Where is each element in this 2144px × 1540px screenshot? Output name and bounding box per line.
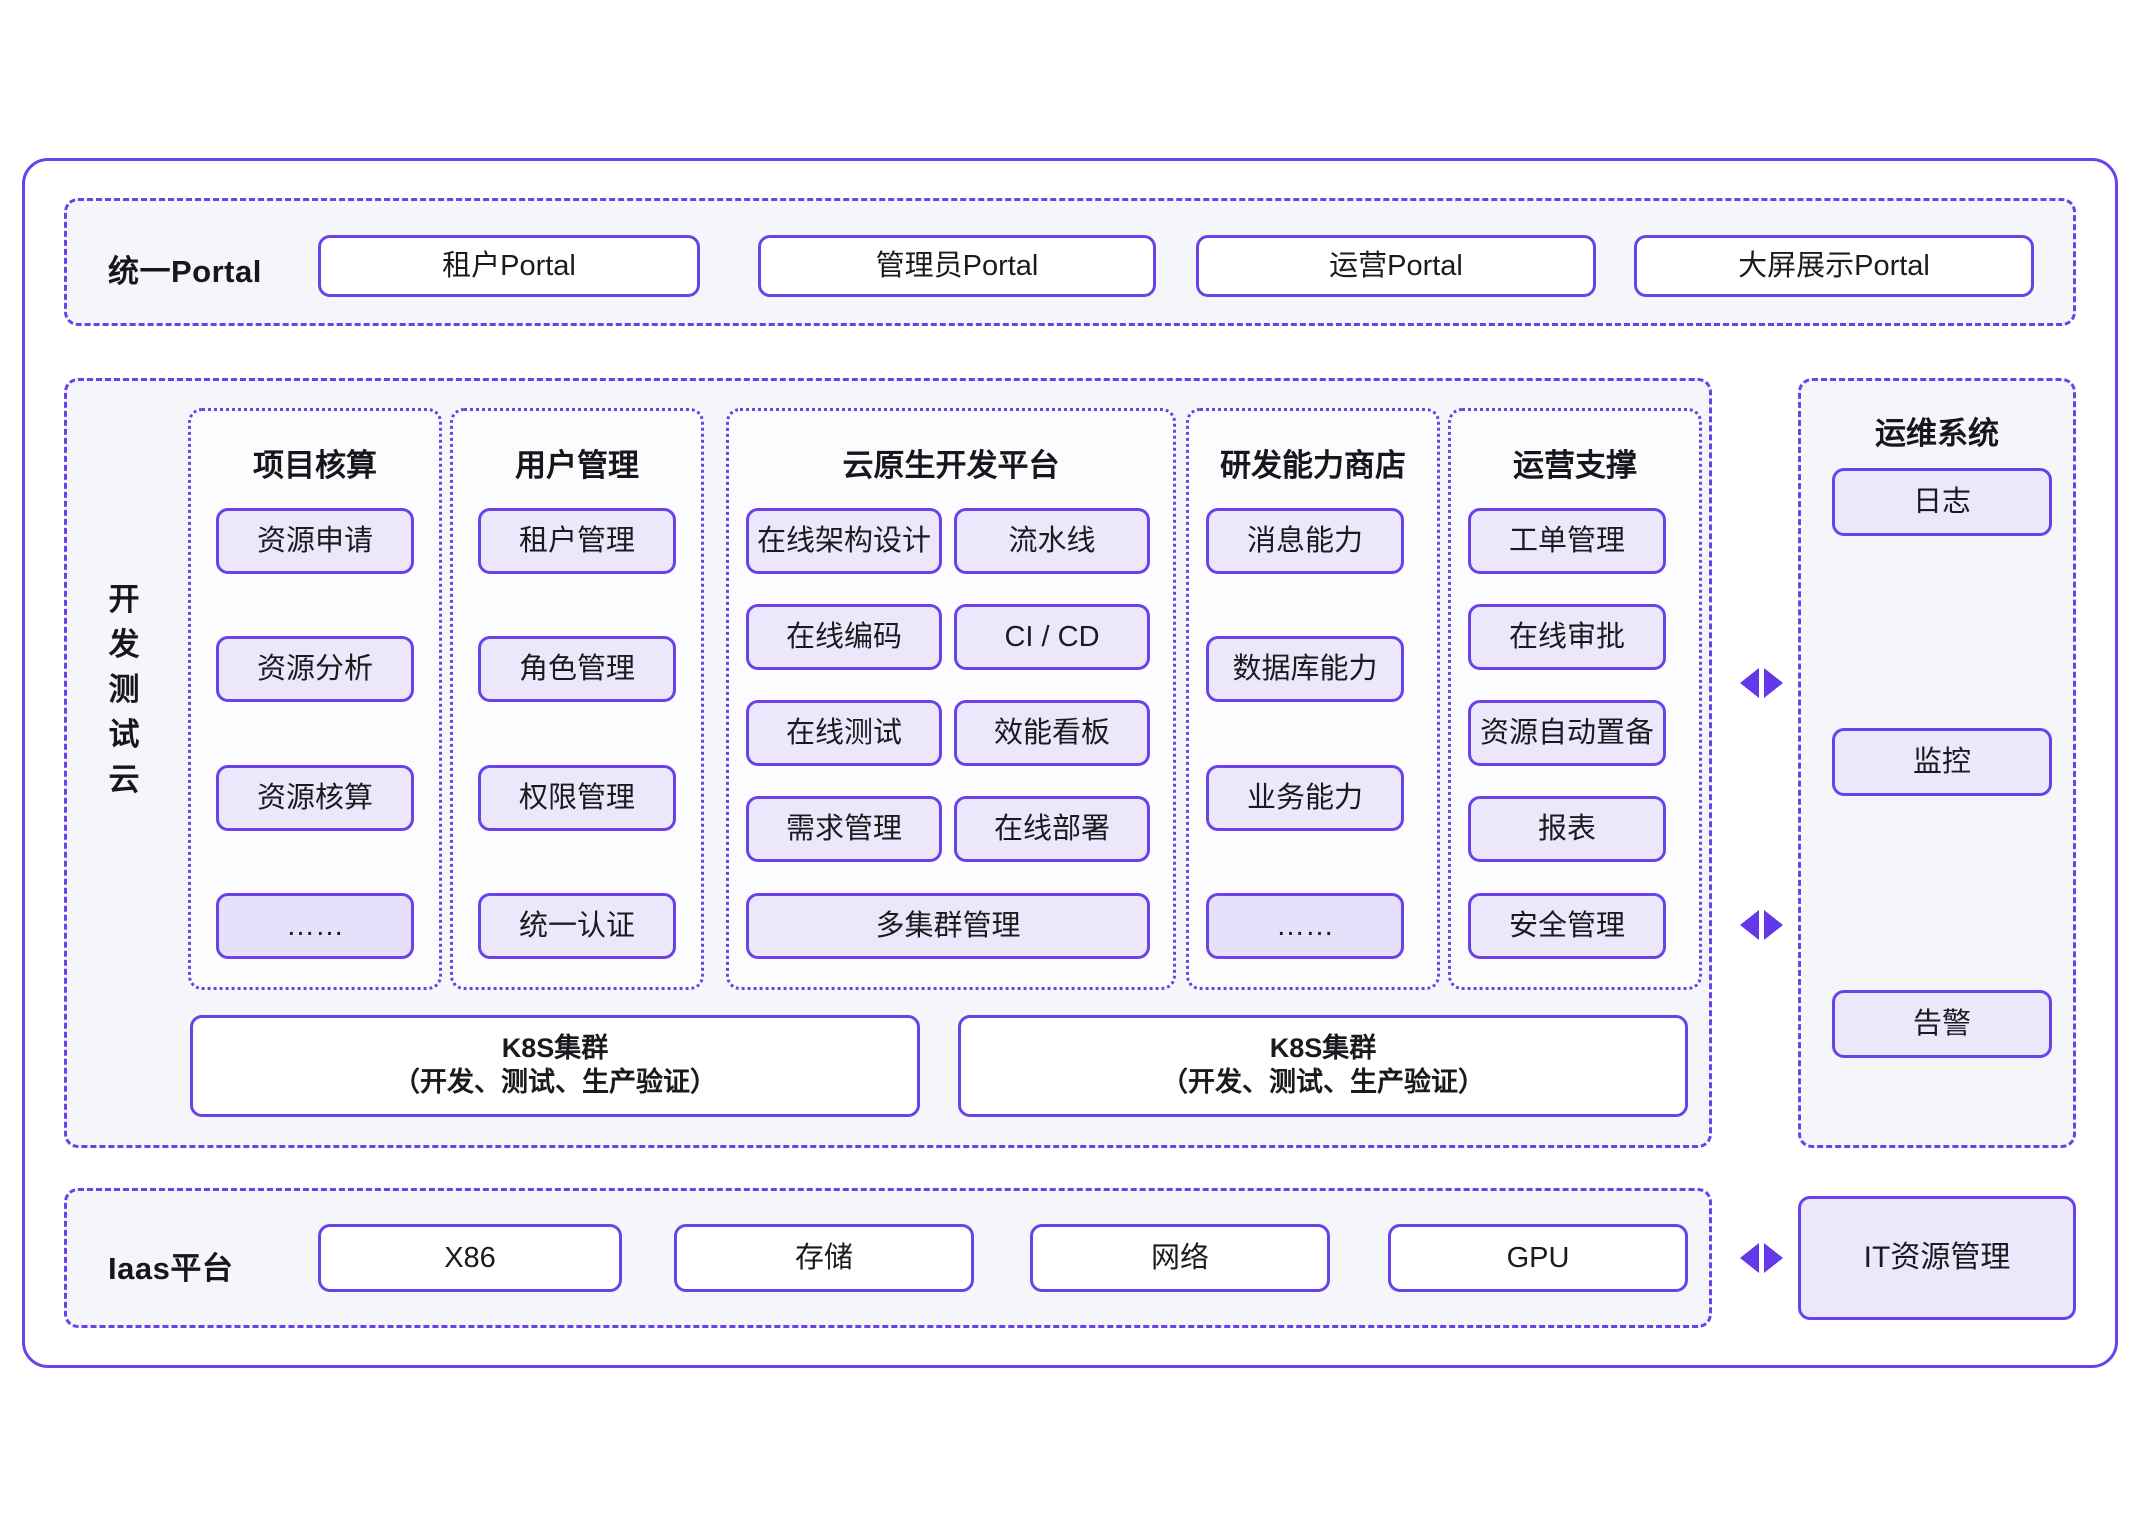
item-online-architecture-design[interactable]: 在线架构设计 (746, 508, 942, 574)
column-title-user-management: 用户管理 (515, 448, 639, 483)
item-resource-accounting[interactable]: 资源核算 (216, 765, 414, 831)
k8s-cluster-1-line1: K8S集群 (501, 1033, 609, 1064)
ops-item-log[interactable]: 日志 (1832, 468, 2052, 536)
arrow-right-icon (1764, 668, 1783, 698)
portal-item-bigscreen[interactable]: 大屏展示Portal (1634, 235, 2034, 297)
dev-test-cloud-side-label: 开发测试云 (108, 582, 140, 797)
item-database-capability[interactable]: 数据库能力 (1206, 636, 1404, 702)
column-title-rd-capability-store: 研发能力商店 (1220, 448, 1406, 483)
k8s-cluster-2-line1: K8S集群 (1269, 1033, 1377, 1064)
portal-item-admin[interactable]: 管理员Portal (758, 235, 1156, 297)
connector-ops-upper (1740, 668, 1783, 698)
item-online-testing[interactable]: 在线测试 (746, 700, 942, 766)
ops-system-title: 运维系统 (1875, 416, 1999, 451)
iaas-row-label: Iaas平台 (108, 1251, 234, 1286)
column-title-project-accounting: 项目核算 (253, 448, 377, 483)
item-online-approval[interactable]: 在线审批 (1468, 604, 1666, 670)
iaas-item-gpu[interactable]: GPU (1388, 1224, 1688, 1292)
ops-item-alarm[interactable]: 告警 (1832, 990, 2052, 1058)
ops-item-monitoring[interactable]: 监控 (1832, 728, 2052, 796)
arrow-left-icon (1740, 910, 1759, 940)
item-online-deployment[interactable]: 在线部署 (954, 796, 1150, 862)
k8s-cluster-box-1[interactable]: K8S集群 （开发、测试、生产验证） (190, 1015, 920, 1117)
item-message-capability[interactable]: 消息能力 (1206, 508, 1404, 574)
item-requirement-management[interactable]: 需求管理 (746, 796, 942, 862)
iaas-item-storage[interactable]: 存储 (674, 1224, 974, 1292)
item-project-accounting-more[interactable]: …… (216, 893, 414, 959)
item-ci-cd[interactable]: CI / CD (954, 604, 1150, 670)
column-title-cloud-native-platform: 云原生开发平台 (842, 448, 1060, 483)
item-auto-resource-provision[interactable]: 资源自动置备 (1468, 700, 1666, 766)
connector-iaas-it (1740, 1243, 1783, 1273)
item-report[interactable]: 报表 (1468, 796, 1666, 862)
item-ticket-management[interactable]: 工单管理 (1468, 508, 1666, 574)
arrow-left-icon (1740, 1243, 1759, 1273)
k8s-cluster-box-2[interactable]: K8S集群 （开发、测试、生产验证） (958, 1015, 1688, 1117)
arrow-left-icon (1740, 668, 1759, 698)
portal-item-tenant[interactable]: 租户Portal (318, 235, 700, 297)
k8s-cluster-1-line2: （开发、测试、生产验证） (393, 1067, 717, 1097)
portal-item-operation[interactable]: 运营Portal (1196, 235, 1596, 297)
item-permission-management[interactable]: 权限管理 (478, 765, 676, 831)
item-security-management[interactable]: 安全管理 (1468, 893, 1666, 959)
item-business-capability[interactable]: 业务能力 (1206, 765, 1404, 831)
arrow-right-icon (1764, 1243, 1783, 1273)
iaas-item-network[interactable]: 网络 (1030, 1224, 1330, 1292)
item-role-management[interactable]: 角色管理 (478, 636, 676, 702)
item-pipeline[interactable]: 流水线 (954, 508, 1150, 574)
item-rd-capability-more[interactable]: …… (1206, 893, 1404, 959)
item-unified-auth[interactable]: 统一认证 (478, 893, 676, 959)
portal-row-label: 统一Portal (108, 254, 262, 289)
item-multi-cluster-management[interactable]: 多集群管理 (746, 893, 1150, 959)
k8s-cluster-2-line2: （开发、测试、生产验证） (1161, 1067, 1485, 1097)
item-resource-analysis[interactable]: 资源分析 (216, 636, 414, 702)
it-resource-management-box[interactable]: IT资源管理 (1798, 1196, 2076, 1320)
item-online-coding[interactable]: 在线编码 (746, 604, 942, 670)
item-resource-apply[interactable]: 资源申请 (216, 508, 414, 574)
item-tenant-management[interactable]: 租户管理 (478, 508, 676, 574)
arrow-right-icon (1764, 910, 1783, 940)
connector-ops-lower (1740, 910, 1783, 940)
iaas-item-x86[interactable]: X86 (318, 1224, 622, 1292)
column-title-operation-support: 运营支撑 (1513, 448, 1637, 483)
item-efficiency-dashboard[interactable]: 效能看板 (954, 700, 1150, 766)
